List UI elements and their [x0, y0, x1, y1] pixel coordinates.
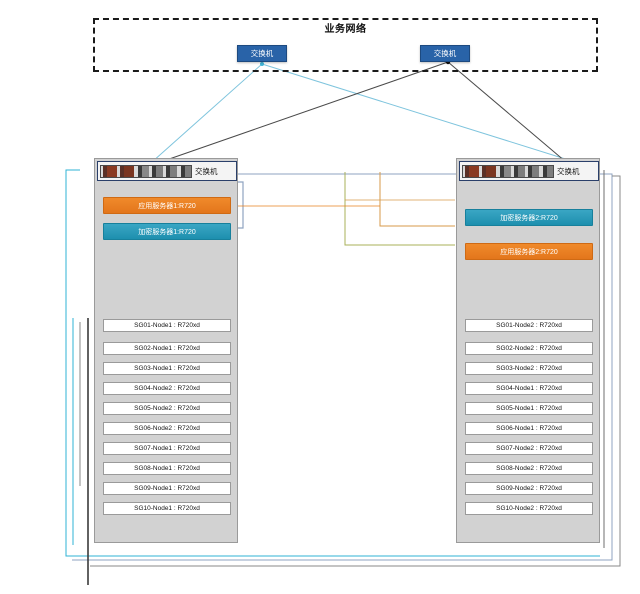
- business-network-zone: [93, 18, 598, 72]
- node-item[interactable]: SG02-Node2 : R720xd: [465, 342, 593, 355]
- node-item[interactable]: SG01-Node1 : R720xd: [103, 319, 231, 332]
- node-item[interactable]: SG09-Node2 : R720xd: [465, 482, 593, 495]
- rack-left-server-app[interactable]: 应用服务器1:R720: [103, 197, 231, 214]
- node-item[interactable]: SG10-Node2 : R720xd: [465, 502, 593, 515]
- node-item[interactable]: SG07-Node1 : R720xd: [103, 442, 231, 455]
- node-item[interactable]: SG03-Node1 : R720xd: [103, 362, 231, 375]
- rack-left-switch[interactable]: 交换机: [97, 161, 237, 181]
- node-item[interactable]: SG05-Node2 : R720xd: [103, 402, 231, 415]
- rack-right-server-app[interactable]: 应用服务器2:R720: [465, 243, 593, 260]
- rack-left-server-encryption[interactable]: 加密服务器1:R720: [103, 223, 231, 240]
- node-item[interactable]: SG06-Node2 : R720xd: [103, 422, 231, 435]
- rack-right-switch-label: 交换机: [557, 166, 580, 176]
- top-switch-right[interactable]: 交换机: [420, 45, 470, 62]
- uplink-group-right-switch: [149, 59, 567, 168]
- switch-device-icon: [100, 164, 192, 178]
- node-item[interactable]: SG04-Node2 : R720xd: [103, 382, 231, 395]
- node-item[interactable]: SG08-Node2 : R720xd: [465, 462, 593, 475]
- rack-left: 交换机 应用服务器1:R720 加密服务器1:R720 SG01-Node1 :…: [94, 158, 238, 543]
- node-item[interactable]: SG03-Node2 : R720xd: [465, 362, 593, 375]
- rack-right: 交换机 加密服务器2:R720 应用服务器2:R720 SG01-Node2 :…: [456, 158, 600, 543]
- diagram-title: 业务网络: [324, 24, 367, 35]
- node-item[interactable]: SG07-Node2 : R720xd: [465, 442, 593, 455]
- node-item[interactable]: SG10-Node1 : R720xd: [103, 502, 231, 515]
- node-item[interactable]: SG06-Node1 : R720xd: [465, 422, 593, 435]
- node-item[interactable]: SG08-Node1 : R720xd: [103, 462, 231, 475]
- node-item[interactable]: SG09-Node1 : R720xd: [103, 482, 231, 495]
- top-switch-left[interactable]: 交换机: [237, 45, 287, 62]
- rack-right-switch[interactable]: 交换机: [459, 161, 599, 181]
- rack-right-server-encryption[interactable]: 加密服务器2:R720: [465, 209, 593, 226]
- node-item[interactable]: SG05-Node1 : R720xd: [465, 402, 593, 415]
- uplink-group-left-switch: [151, 62, 576, 163]
- node-item[interactable]: SG01-Node2 : R720xd: [465, 319, 593, 332]
- node-item[interactable]: SG04-Node1 : R720xd: [465, 382, 593, 395]
- node-item[interactable]: SG02-Node1 : R720xd: [103, 342, 231, 355]
- switch-device-icon: [462, 164, 554, 178]
- rack-left-switch-label: 交换机: [195, 166, 218, 176]
